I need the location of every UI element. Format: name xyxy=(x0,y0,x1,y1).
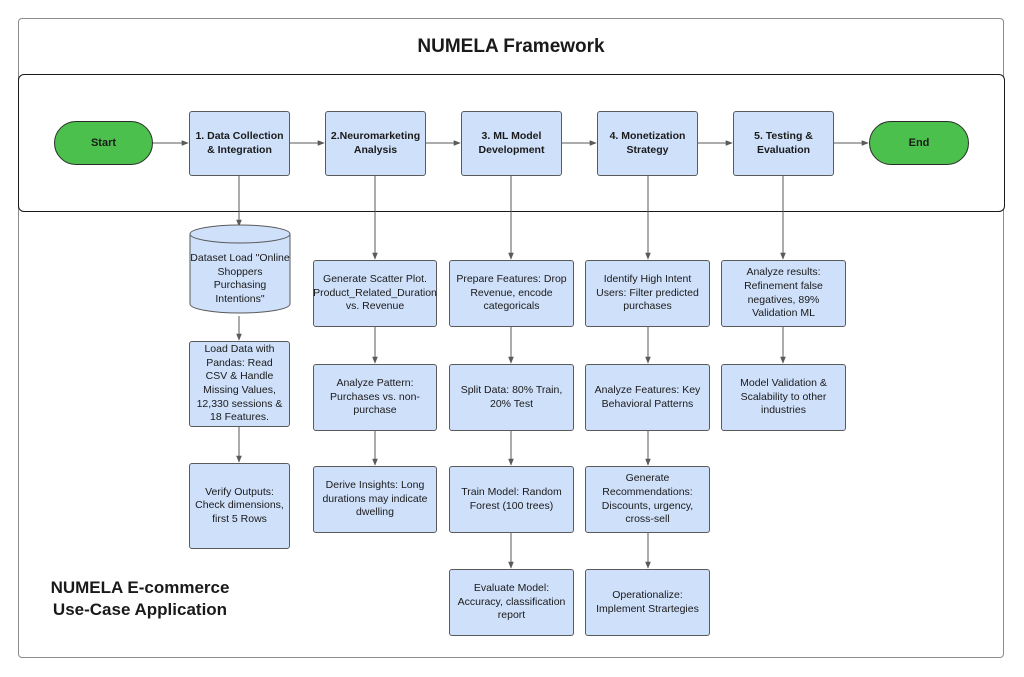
verify-outputs-box: Verify Outputs: Check dimensions, first … xyxy=(189,463,290,549)
outer-frame xyxy=(18,18,1004,658)
diagram-title: NUMELA Framework xyxy=(417,36,605,57)
analyze-pattern-box: Analyze Pattern: Purchases vs. non-purch… xyxy=(313,364,437,431)
step-data-collection: 1. Data Collection & Integration xyxy=(189,111,290,176)
step-testing-evaluation: 5. Testing & Evaluation xyxy=(733,111,834,176)
step-neuromarketing-analysis: 2.Neuromarketing Analysis xyxy=(325,111,426,176)
derive-insights-box: Derive Insights: Long durations may indi… xyxy=(313,466,437,533)
scatter-plot-box: Generate Scatter Plot. Product_Related_D… xyxy=(313,260,437,327)
analyze-results-box: Analyze results: Refinement false negati… xyxy=(721,260,846,327)
step-ml-model-development: 3. ML Model Development xyxy=(461,111,562,176)
identify-users-box: Identify High Intent Users: Filter predi… xyxy=(585,260,710,327)
model-validation-box: Model Validation & Scalability to other … xyxy=(721,364,846,431)
load-data-box: Load Data with Pandas: Read CSV & Handle… xyxy=(189,341,290,427)
prepare-features-box: Prepare Features: Drop Revenue, encode c… xyxy=(449,260,574,327)
subtitle-line-2: Use-Case Application xyxy=(52,600,228,620)
operationalize-box: Operationalize: Implement Strartegies xyxy=(585,569,710,636)
dataset-cylinder-icon xyxy=(189,224,291,314)
analyze-features-box: Analyze Features: Key Behavioral Pattern… xyxy=(585,364,710,431)
evaluate-model-box: Evaluate Model: Accuracy, classification… xyxy=(449,569,574,636)
step-monetization-strategy: 4. Monetization Strategy xyxy=(597,111,698,176)
train-model-box: Train Model: Random Forest (100 trees) xyxy=(449,466,574,533)
end-node: End xyxy=(869,121,969,165)
subtitle-line-1: NUMELA E-commerce xyxy=(50,578,230,597)
start-node: Start xyxy=(54,121,153,165)
split-data-box: Split Data: 80% Train, 20% Test xyxy=(449,364,574,431)
generate-recommendations-box: Generate Recommendations: Discounts, urg… xyxy=(585,466,710,533)
dataset-load-label: Dataset Load "Online Shoppers Purchasing… xyxy=(190,252,290,305)
use-case-subtitle: NUMELA E-commerce Use-Case Application xyxy=(22,577,258,621)
